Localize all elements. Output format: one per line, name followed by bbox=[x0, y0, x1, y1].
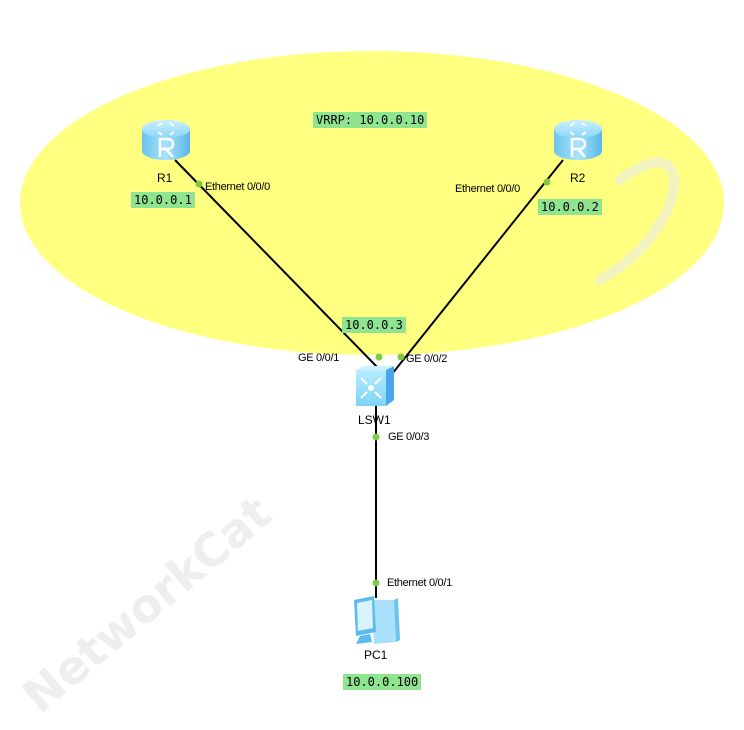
device-name-r2: R2 bbox=[570, 171, 586, 185]
port-label-lsw1-ge3: GE 0/0/3 bbox=[388, 431, 430, 443]
device-ip-pc1: 10.0.0.100 bbox=[343, 674, 422, 690]
port-label-pc1-eth: Ethernet 0/0/1 bbox=[387, 577, 452, 589]
watermark-text: NetworkCat bbox=[12, 485, 281, 723]
device-name-pc1: PC1 bbox=[364, 648, 388, 662]
vrrp-zone bbox=[20, 51, 724, 355]
switch-icon[interactable] bbox=[356, 366, 394, 406]
link-r1-lsw1[interactable] bbox=[174, 159, 383, 373]
port-label-lsw1-ge1: GE 0/0/1 bbox=[298, 352, 340, 364]
router-icon[interactable] bbox=[554, 120, 602, 160]
link-r2-lsw1[interactable] bbox=[391, 159, 564, 375]
port-label-lsw1-ge2: GE 0/0/2 bbox=[406, 353, 448, 365]
port-dot-r1-eth[interactable] bbox=[195, 180, 203, 188]
device-name-lsw1: LSW1 bbox=[358, 413, 391, 427]
port-dot-lsw1-ge3[interactable] bbox=[372, 433, 380, 441]
router-icon[interactable] bbox=[142, 120, 190, 160]
device-name-r1: R1 bbox=[157, 171, 173, 185]
device-ip-r2: 10.0.0.2 bbox=[538, 199, 602, 215]
pc-icon[interactable] bbox=[354, 596, 400, 644]
port-dot-r2-eth[interactable] bbox=[543, 178, 551, 186]
port-dot-lsw1-ge1[interactable] bbox=[375, 353, 383, 361]
port-label-r2-eth: Ethernet 0/0/0 bbox=[455, 183, 520, 195]
port-label-r1-eth: Ethernet 0/0/0 bbox=[205, 181, 270, 193]
port-dot-pc1-eth[interactable] bbox=[372, 579, 380, 587]
device-ip-lsw1: 10.0.0.3 bbox=[342, 317, 406, 333]
device-ip-r1: 10.0.0.1 bbox=[131, 192, 195, 208]
vrrp-virtual-ip-label: VRRP: 10.0.0.10 bbox=[313, 112, 428, 128]
port-dot-lsw1-ge2[interactable] bbox=[397, 353, 405, 361]
